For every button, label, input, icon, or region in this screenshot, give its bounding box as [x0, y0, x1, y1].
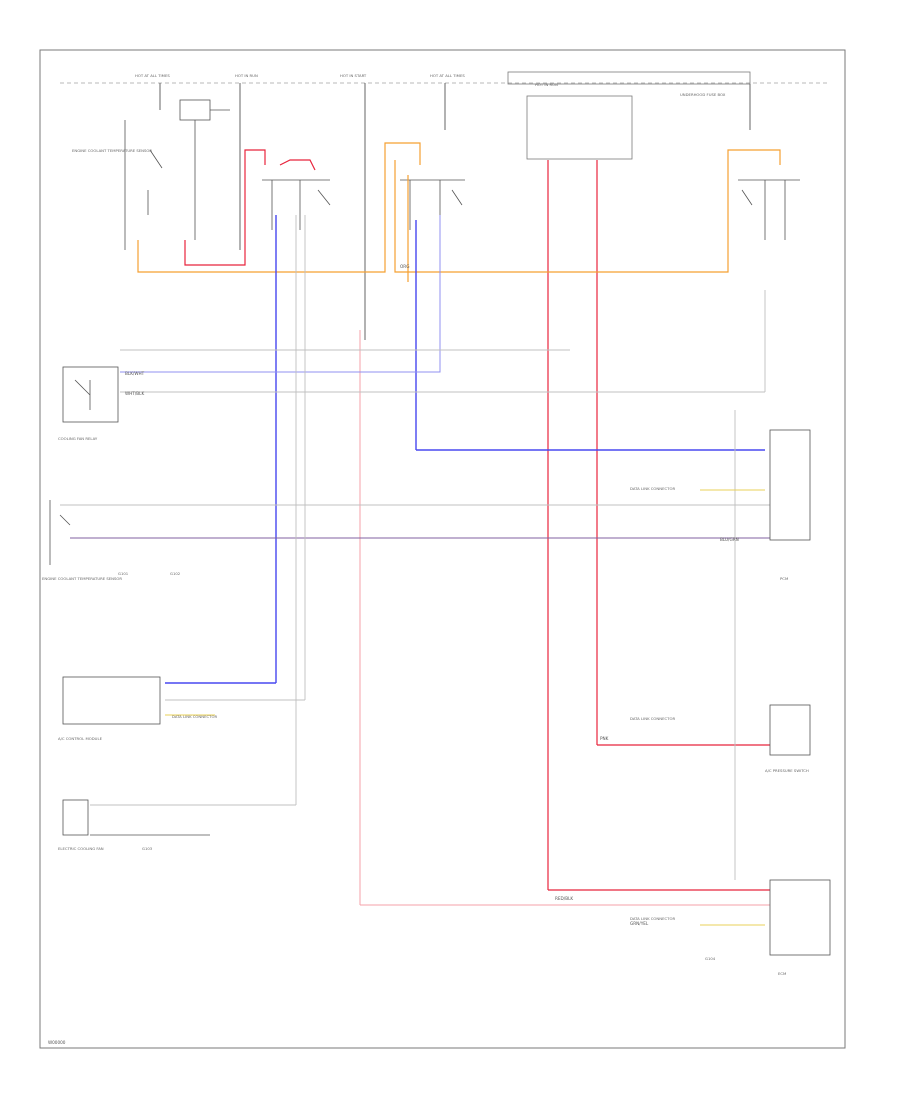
pcm-right-component — [769, 429, 811, 541]
data-link-label-2: DATA LINK CONNECTOR — [172, 714, 217, 719]
top-fuse-label-5: HOT IN RUN — [535, 82, 558, 87]
wire-label-blk-wht: BLK/WHT — [125, 371, 145, 376]
top-fuse-label-4: HOT AT ALL TIMES — [430, 73, 465, 78]
pcm-label: PCM — [780, 576, 788, 581]
cooling-fan-relay-2 — [262, 179, 331, 230]
data-link-label-3: DATA LINK CONNECTOR — [630, 716, 675, 721]
wire-label-wht-blk: WHT/BLK — [125, 391, 144, 396]
ground-label-1: G101 — [118, 571, 129, 576]
orange-wires — [137, 142, 781, 282]
grey-wires — [60, 215, 770, 880]
ac-control-module-component — [62, 676, 161, 725]
ecm-component — [769, 879, 831, 956]
cooling-fan-relay-3 — [400, 179, 465, 230]
wire-label-red-blk: RED/BLK — [555, 896, 573, 901]
red-wires — [184, 149, 770, 891]
top-fuse-label-1: HOT AT ALL TIMES — [135, 73, 170, 78]
top-vertical-wires — [159, 83, 751, 340]
cooling-fan-relay-4 — [738, 179, 800, 240]
cooling-fan-relay-label: COOLING FAN RELAY — [58, 436, 98, 441]
light-blue-wires — [120, 215, 441, 373]
ac-control-module-label: A/C CONTROL MODULE — [58, 736, 103, 741]
top-fuse-label-3: HOT IN START — [340, 73, 367, 78]
ac-pressure-switch-label: A/C PRESSURE SWITCH — [765, 768, 809, 773]
wire-label-blu-grn: BLU/GRN — [720, 537, 739, 542]
diagram-id: W00000 — [48, 1040, 66, 1045]
electric-cooling-fan-label: ELECTRIC COOLING FAN — [58, 846, 104, 851]
ground-label-3: G103 — [142, 846, 153, 851]
top-fuse-label-2: HOT IN RUN — [235, 73, 258, 78]
engine-coolant-sensor-left-label: ENGINE COOLANT TEMPERATURE SENSOR — [42, 576, 122, 581]
engine-coolant-sensor-label: ENGINE COOLANT TEMPERATURE SENSOR — [72, 148, 152, 153]
wire-label-org: ORG — [400, 264, 409, 269]
ground-label-2: G102 — [170, 571, 181, 576]
wire-label-grn-yel: GRN/YEL — [630, 921, 649, 926]
ground-label-4: G104 — [705, 956, 716, 961]
yellow-wires — [165, 489, 765, 926]
blue-wires — [165, 215, 765, 684]
wire-label-pnk: PNK — [600, 736, 609, 741]
underhood-fuse-box — [507, 71, 751, 85]
underhood-box-label: UNDERHOOD FUSE BOX — [680, 92, 726, 97]
data-link-label-4: DATA LINK CONNECTOR — [630, 916, 675, 921]
ac-pressure-switch-component — [769, 704, 811, 756]
diagram-frame — [39, 49, 846, 1049]
cooling-fan-relay-left — [124, 99, 230, 250]
data-link-label-1: DATA LINK CONNECTOR — [630, 486, 675, 491]
engine-coolant-sensor-component — [62, 366, 119, 423]
pcm-left-component — [49, 500, 71, 565]
pink-wires — [359, 330, 770, 906]
electric-cooling-fan-component — [62, 799, 210, 836]
fuse-block — [526, 95, 633, 160]
ecm-label: ECM — [778, 971, 786, 976]
